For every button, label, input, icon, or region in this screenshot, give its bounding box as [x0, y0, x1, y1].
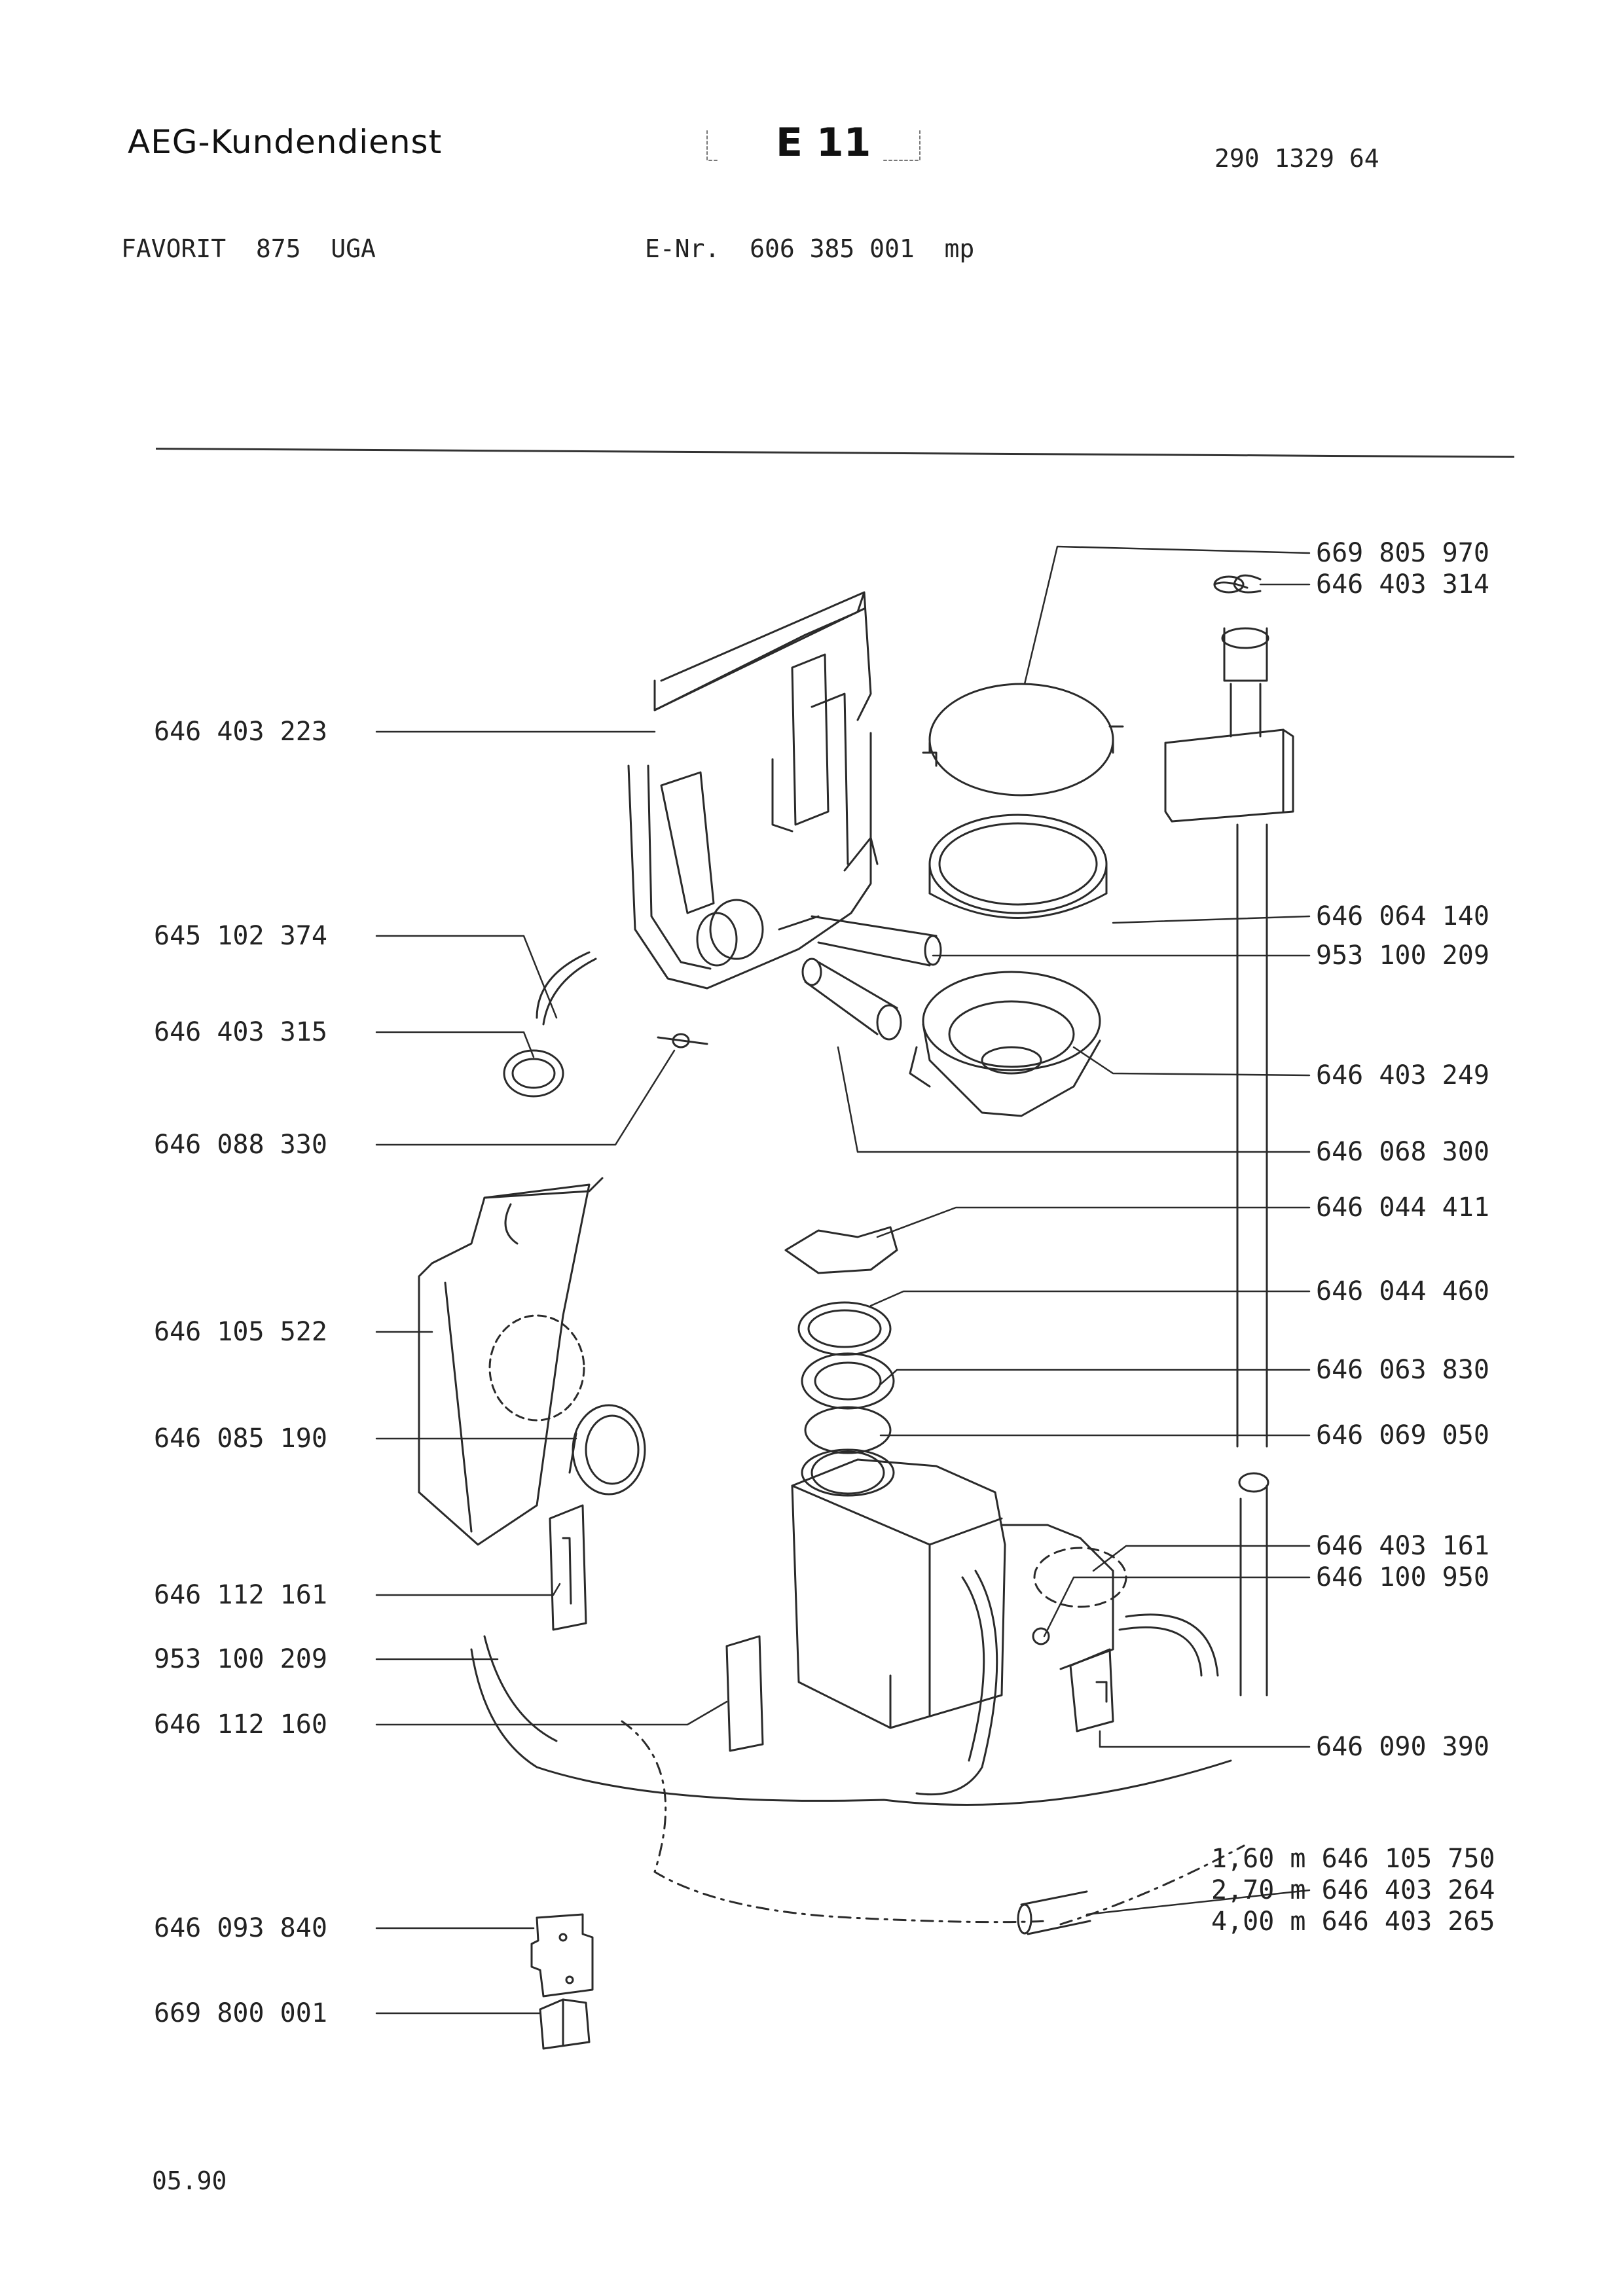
- issue-date: 05.90: [152, 2166, 227, 2195]
- part-label-left: 646 088 330: [154, 1130, 327, 1160]
- part-label-left: 646 085 190: [154, 1424, 327, 1454]
- part-label-right: 646 403 314: [1316, 569, 1489, 600]
- side-panel-part: [418, 1177, 604, 1546]
- connector-part: [1069, 1648, 1114, 1732]
- part-label-right: 646 403 249: [1316, 1060, 1489, 1090]
- part-label-left: 646 093 840: [154, 1913, 327, 1943]
- plug-669-800-001: [539, 1998, 591, 2050]
- e-number: E-Nr. 606 385 001 mp: [645, 234, 975, 263]
- model-name: FAVORIT 875 UGA: [121, 234, 376, 263]
- part-label-right: 646 068 300: [1316, 1137, 1489, 1167]
- document-number: 290 1329 64: [1214, 144, 1379, 173]
- sump-frame-part: [627, 591, 879, 990]
- part-label-left: 646 403 315: [154, 1017, 327, 1047]
- water-inlet-part: [1164, 575, 1294, 1696]
- part-label-right: 646 044 411: [1316, 1193, 1489, 1223]
- fine-filter-part: [928, 814, 1108, 919]
- pump-housing-part: [791, 1448, 1219, 1796]
- part-label-right: 646 090 390: [1316, 1732, 1489, 1762]
- part-label-left: 669 800 001: [154, 1998, 327, 2028]
- seal-ring-part: [568, 1404, 646, 1496]
- part-label-right: 953 100 209: [1316, 941, 1489, 971]
- wire-part-645-102-374: [503, 951, 597, 1098]
- part-label-right: 646 100 950: [1316, 1562, 1489, 1592]
- drain-hose-part: [470, 1635, 1245, 1935]
- part-label-right: 646 069 050: [1316, 1420, 1489, 1450]
- header-marks: [706, 130, 921, 161]
- clip-646-112-160: [725, 1635, 764, 1752]
- filter-ring-part: [922, 683, 1124, 797]
- part-label-left: 953 100 209: [154, 1644, 327, 1674]
- part-label-left: 646 105 522: [154, 1317, 327, 1347]
- part-label-left: 646 403 223: [154, 717, 327, 747]
- clamp-646-403-314: [1233, 574, 1262, 594]
- upper-hose-part: [811, 915, 942, 967]
- plate-646-093-840: [530, 1913, 594, 1998]
- clip-646-112-161: [549, 1504, 587, 1631]
- part-label-right: 646 064 140: [1316, 901, 1489, 931]
- valve-part-646-088-330: [657, 1033, 708, 1049]
- part-label-left: 646 112 160: [154, 1710, 327, 1740]
- part-label-right: 646 044 460: [1316, 1276, 1489, 1306]
- coarse-filter-part: [909, 971, 1101, 1117]
- part-label-left: 645 102 374: [154, 921, 327, 951]
- leader-lines: [375, 545, 1311, 2015]
- hose-length-label: 4,00 m 646 403 265: [1211, 1907, 1495, 1937]
- part-label-right: 646 403 161: [1316, 1531, 1489, 1561]
- stacked-seals-part: [784, 1226, 898, 1495]
- brand-title: AEG-Kundendienst: [128, 123, 443, 161]
- page-code: E 11: [776, 120, 871, 166]
- part-label-right: 646 063 830: [1316, 1355, 1489, 1385]
- part-label-right: 669 805 970: [1316, 538, 1489, 568]
- short-hose-part: [801, 958, 902, 1041]
- hose-length-label: 2,70 m 646 403 264: [1211, 1875, 1495, 1905]
- part-label-left: 646 112 161: [154, 1580, 327, 1610]
- hose-length-label: 1,60 m 646 105 750: [1211, 1844, 1495, 1874]
